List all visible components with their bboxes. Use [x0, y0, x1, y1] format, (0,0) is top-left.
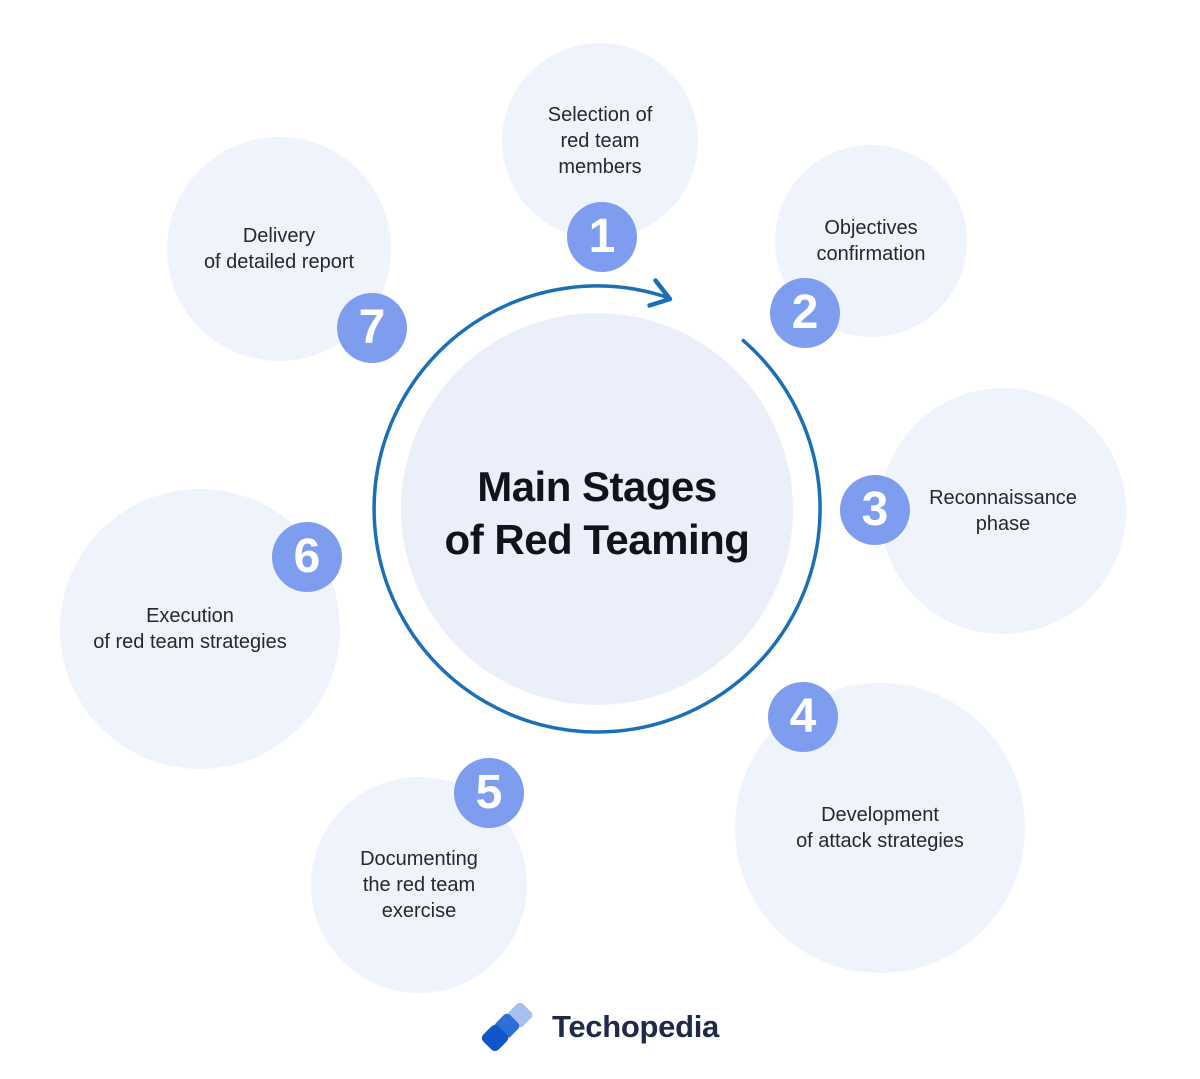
label-line: Execution: [146, 605, 234, 627]
label-line: red team: [560, 130, 640, 152]
stage-4-badge: 4: [768, 682, 838, 752]
stage-circle-objectives: Objectives confirmation: [775, 145, 967, 337]
arrowhead-icon: [647, 278, 673, 308]
stage-label: Objectives confirmation: [817, 215, 926, 267]
stage-2-badge: 2: [770, 278, 840, 348]
label-line: Objectives: [824, 217, 918, 239]
center-circle: Main Stages of Red Teaming: [401, 313, 793, 705]
label-line: the red team: [362, 874, 476, 896]
diagram-title: Main Stages of Red Teaming: [445, 452, 750, 566]
label-line: Documenting: [360, 848, 478, 870]
label-line: exercise: [381, 900, 457, 922]
label-line: Reconnaissance: [929, 487, 1077, 509]
cycle-arc: [372, 284, 822, 734]
stage-6-badge: 6: [272, 522, 342, 592]
label-line: phase: [975, 513, 1031, 535]
stage-1-badge: 1: [567, 202, 637, 272]
title-line: of Red Teaming: [444, 516, 750, 563]
techopedia-wordmark: Techopedia: [552, 1009, 719, 1044]
stage-circle-reconnaissance: Reconnaissance phase: [880, 388, 1126, 634]
stage-label: Execution of red team strategies: [93, 603, 286, 655]
label-line: Development: [821, 804, 939, 826]
title-line: Main Stages: [477, 463, 717, 510]
stage-5-badge: 5: [454, 758, 524, 828]
label-line: Delivery: [242, 225, 316, 247]
techopedia-logo: Techopedia: [0, 999, 1200, 1055]
label-line: of detailed report: [203, 251, 355, 273]
stage-3-badge: 3: [840, 475, 910, 545]
label-line: members: [558, 156, 642, 178]
label-line: of attack strategies: [796, 830, 964, 852]
stage-label: Reconnaissance phase: [929, 485, 1077, 537]
stage-label: Selection of red team members: [548, 102, 653, 180]
stage-label: Documenting the red team exercise: [360, 846, 478, 924]
label-line: Selection of: [547, 104, 653, 126]
stage-label: Delivery of detailed report: [204, 223, 354, 275]
stage-7-badge: 7: [337, 293, 407, 363]
label-line: confirmation: [816, 243, 926, 265]
label-line: of red team strategies: [93, 631, 287, 653]
stage-label: Development of attack strategies: [796, 802, 964, 854]
techopedia-logo-icon: [481, 1002, 533, 1052]
